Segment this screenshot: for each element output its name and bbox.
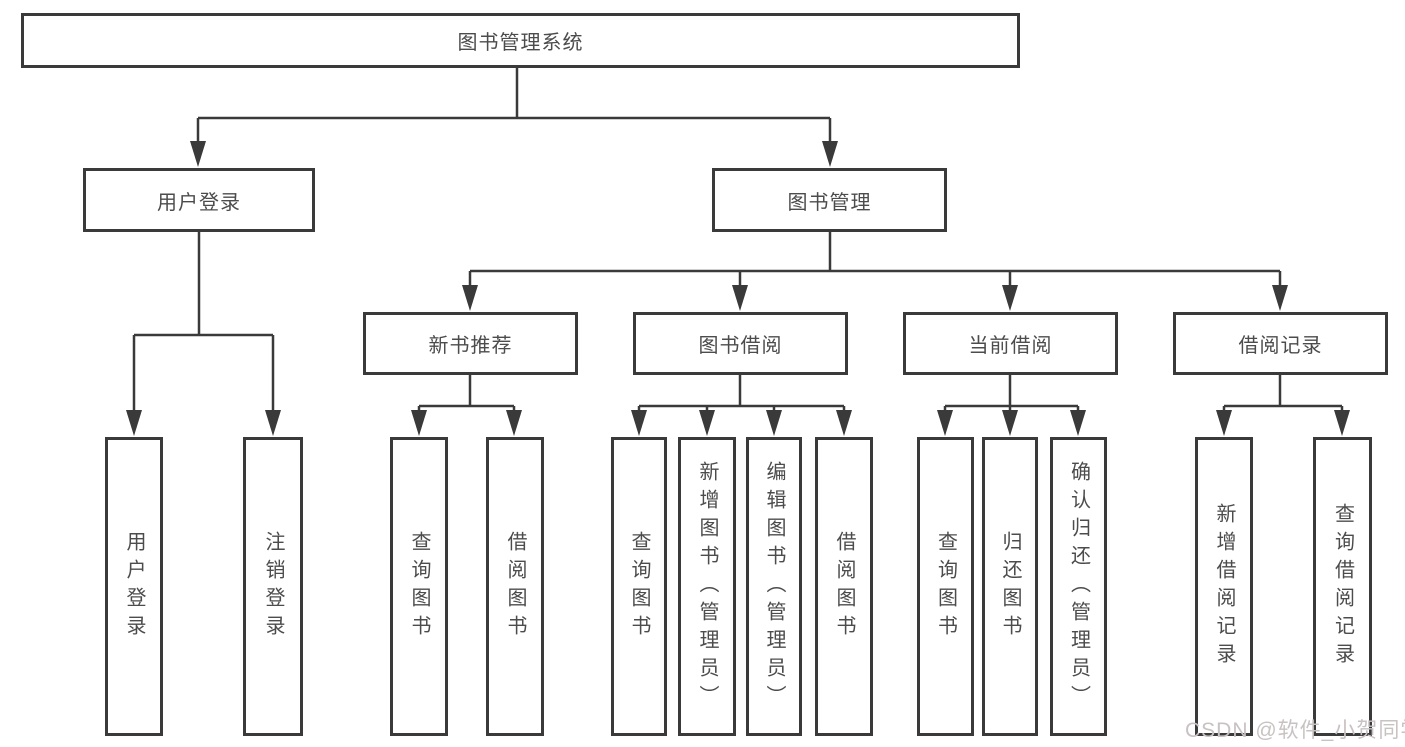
leaf-newbook-borrow-books: 借阅图书: [486, 437, 544, 736]
leaf-current-query-books: 查询图书: [917, 437, 974, 736]
node-label: 编辑图书（管理员）: [763, 460, 785, 713]
leaf-borrow-query-books: 查询图书: [611, 437, 667, 736]
node-label: 查询图书: [934, 530, 957, 643]
node-label: 确认归还（管理员）: [1067, 460, 1090, 713]
leaf-borrow-add-books-admin: 新增图书（管理员）: [678, 437, 736, 736]
leaf-logout: 注销登录: [243, 437, 303, 736]
leaf-current-return-books: 归还图书: [982, 437, 1038, 736]
leaf-newbook-query-books: 查询图书: [390, 437, 448, 736]
node-label: 借阅记录: [1238, 335, 1323, 357]
node-label: 新增图书（管理员）: [696, 460, 718, 713]
node-book-management: 图书管理: [712, 168, 947, 232]
node-user-login: 用户登录: [83, 168, 315, 232]
node-label: 归还图书: [999, 530, 1021, 643]
node-label: 借阅图书: [833, 530, 855, 643]
node-label: 图书借阅: [698, 335, 783, 357]
leaf-user-login: 用户登录: [105, 437, 163, 736]
node-label: 注销登录: [262, 530, 284, 643]
leaf-borrow-borrow-books: 借阅图书: [815, 437, 873, 736]
node-label: 查询借阅记录: [1331, 502, 1354, 671]
leaf-records-query-record: 查询借阅记录: [1313, 437, 1372, 736]
leaf-records-add-record: 新增借阅记录: [1195, 437, 1253, 736]
node-book-borrowing: 图书借阅: [633, 312, 848, 375]
node-new-book-recommend: 新书推荐: [363, 312, 578, 375]
node-borrowing-records: 借阅记录: [1173, 312, 1388, 375]
node-label: 查询图书: [408, 530, 430, 643]
node-label: 当前借阅: [968, 335, 1053, 357]
node-label: 查询图书: [628, 530, 650, 643]
node-label: 用户登录: [123, 530, 145, 643]
node-label: 用户登录: [157, 191, 241, 214]
node-label: 新增借阅记录: [1213, 502, 1235, 671]
leaf-current-confirm-return-admin: 确认归还（管理员）: [1050, 437, 1107, 736]
node-label: 图书管理系统: [457, 32, 584, 54]
node-root-system: 图书管理系统: [21, 13, 1020, 68]
csdn-watermark: CSDN @软件_小贺同学: [1185, 719, 1405, 742]
node-label: 图书管理: [787, 191, 872, 214]
node-label: 新书推荐: [428, 335, 513, 357]
node-label: 借阅图书: [504, 530, 526, 643]
node-current-borrowing: 当前借阅: [903, 312, 1118, 375]
leaf-borrow-edit-books-admin: 编辑图书（管理员）: [746, 437, 802, 736]
